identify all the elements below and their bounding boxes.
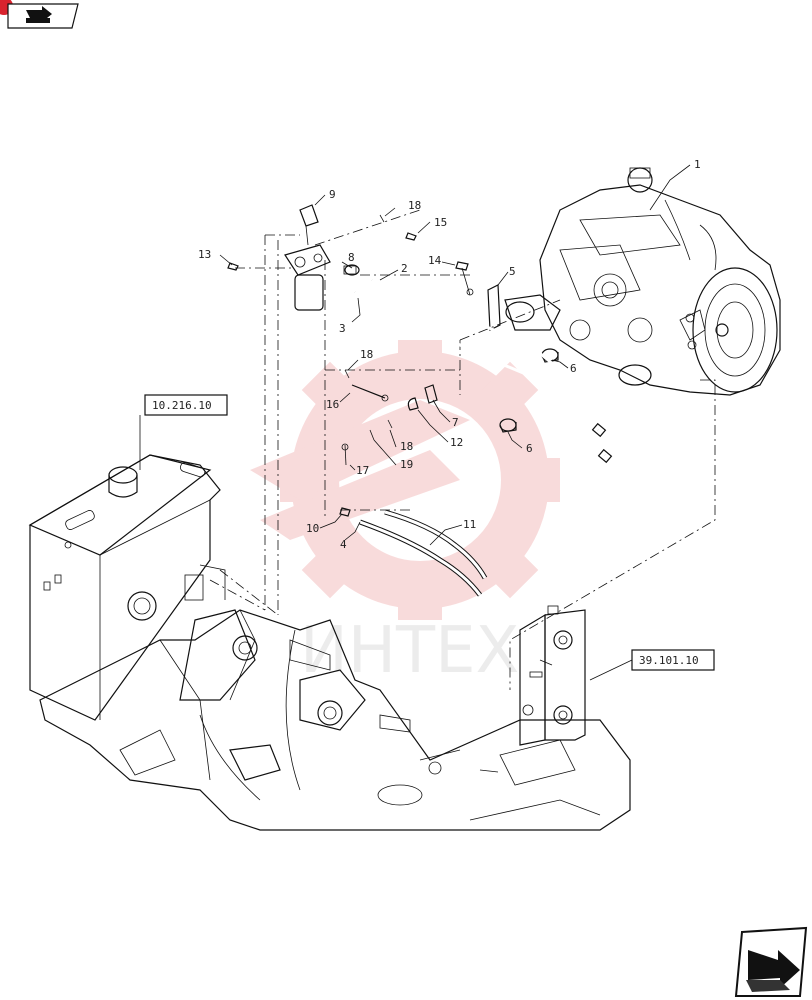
watermark-text: ИНТЕХ [300, 614, 519, 688]
fuel-tank [28, 454, 226, 721]
fuel-hoses [354, 278, 613, 464]
watermark: ИНТЕХ [250, 340, 560, 688]
callout-19: 19 [400, 458, 413, 471]
callout-6b: 6 [526, 442, 533, 455]
callout-labels: 1 2 3 4 5 6 6 7 8 9 10 11 12 13 14 15 16… [198, 158, 701, 551]
ref-box-frame[interactable]: 39.101.10 [589, 649, 715, 681]
callout-14: 14 [428, 254, 442, 267]
return-hoses [359, 509, 488, 597]
tab-arrow-icon[interactable] [0, 0, 79, 29]
next-page-arrow-icon[interactable] [734, 926, 808, 997]
callout-17: 17 [356, 464, 369, 477]
ref-box-fuel-tank[interactable]: 10.216.10 [139, 394, 228, 470]
clamp-parts [407, 384, 438, 411]
callout-13: 13 [198, 248, 211, 261]
tab-arrow-base [26, 18, 50, 23]
watermark-gear-icon [250, 340, 560, 620]
callout-2: 2 [401, 262, 408, 275]
bracket-part [487, 284, 501, 331]
callout-12: 12 [450, 436, 463, 449]
leader-lines [219, 164, 691, 546]
callout-18b: 18 [360, 348, 373, 361]
fasteners [339, 214, 474, 517]
callout-5: 5 [509, 265, 516, 278]
fuel-filter [227, 204, 360, 311]
callout-1: 1 [694, 158, 701, 171]
callout-4: 4 [340, 538, 347, 551]
callout-8: 8 [348, 251, 355, 264]
frame-upright [519, 605, 586, 746]
callout-15: 15 [434, 216, 447, 229]
callout-6a: 6 [570, 362, 577, 375]
next-page-arrow-shadow [746, 980, 790, 992]
callout-7: 7 [452, 416, 459, 429]
engine-assembly [504, 167, 781, 396]
next-page-arrow-glyph [748, 950, 800, 988]
callout-10: 10 [306, 522, 319, 535]
callout-16: 16 [326, 398, 339, 411]
callout-3: 3 [339, 322, 346, 335]
ref-box-fuel-tank-label: 10.216.10 [152, 399, 212, 412]
ref-box-frame-label: 39.101.10 [639, 654, 699, 667]
callout-11: 11 [463, 518, 476, 531]
chassis-frame [39, 609, 631, 831]
callout-9: 9 [329, 188, 336, 201]
callout-18a: 18 [408, 199, 421, 212]
callout-18c: 18 [400, 440, 413, 453]
